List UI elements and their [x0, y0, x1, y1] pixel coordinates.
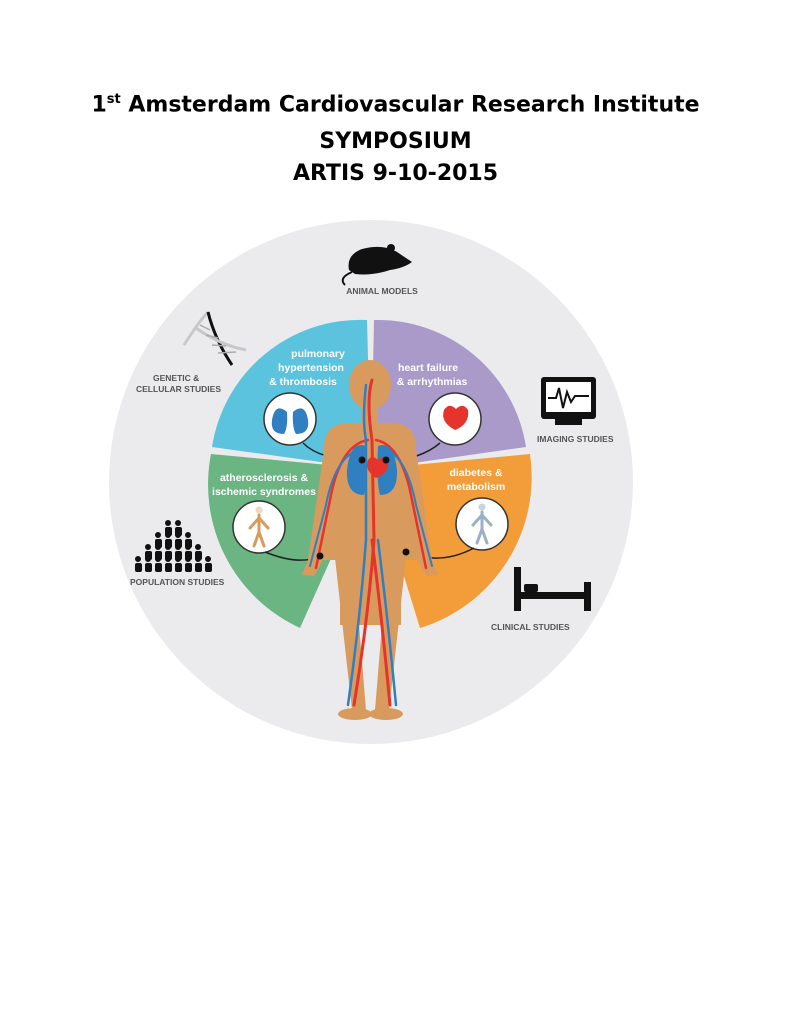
genetic-label-1: GENETIC & — [153, 373, 199, 383]
athero-label-1: atherosclerosis & — [220, 472, 309, 484]
genetic-label-2: CELLULAR STUDIES — [136, 384, 221, 394]
lungs-circle — [263, 392, 317, 446]
pulmonary-label-1: pulmonary — [291, 348, 345, 360]
title-line-2: SYMPOSIUM — [319, 129, 472, 154]
people-icon — [135, 520, 212, 572]
athero-label-2: ischemic syndromes — [212, 486, 316, 498]
heart-failure-label-1: heart failure — [398, 362, 458, 374]
diabetes-label-1: diabetes & — [449, 467, 503, 479]
title-institute: Amsterdam Cardiovascular Research Instit… — [120, 92, 700, 118]
lungs-icon — [271, 404, 309, 434]
connector-dots — [316, 456, 410, 560]
clinical-label: CLINICAL STUDIES — [491, 622, 570, 632]
pulmonary-label-2: hypertension — [278, 362, 344, 374]
title-ordinal: 1 — [91, 92, 107, 118]
bed-icon — [514, 567, 591, 611]
monitor-icon — [541, 377, 596, 425]
heart-failure-label-2: & arrhythmias — [397, 376, 468, 388]
heart-icon — [443, 405, 469, 430]
animal-models-label: ANIMAL MODELS — [346, 286, 418, 296]
title-ordinal-suffix: st — [106, 92, 121, 107]
body-icon — [248, 506, 270, 548]
dna-icon — [182, 310, 247, 366]
population-label: POPULATION STUDIES — [130, 577, 225, 587]
title-line-3: ARTIS 9-10-2015 — [292, 161, 499, 186]
rat-icon — [341, 244, 412, 286]
body-icon — [471, 503, 493, 545]
pulmonary-label-3: & thrombosis — [269, 376, 337, 388]
imaging-label: IMAGING STUDIES — [537, 434, 614, 444]
body-heart — [367, 457, 389, 478]
diabetes-label-2: metabolism — [447, 481, 505, 493]
title-line-1: 1st Amsterdam Cardiovascular Research In… — [0, 92, 791, 117]
human-body — [302, 360, 438, 720]
